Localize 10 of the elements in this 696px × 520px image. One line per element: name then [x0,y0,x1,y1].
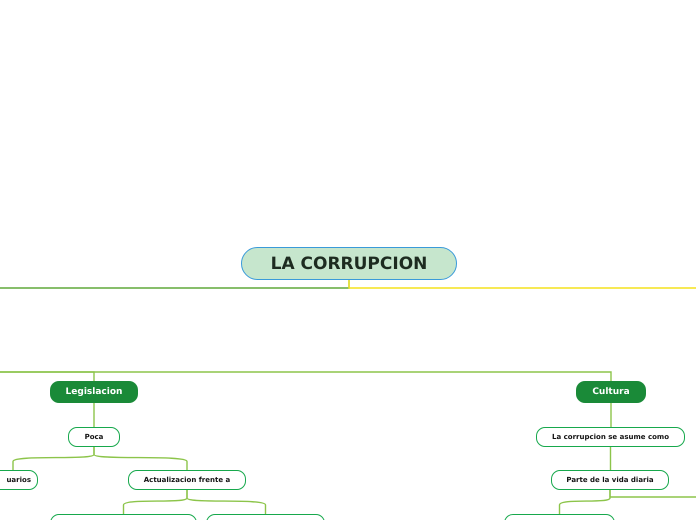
connector-line [93,447,188,470]
main-topic: Cultura [576,381,646,403]
connector-line [348,280,696,289]
connector-line [93,403,95,427]
main-topic: Legislacion [50,381,138,403]
connector-line [610,403,612,427]
connector-line [0,371,612,381]
central-topic: LA CORRUPCION [241,247,457,280]
connector-line [609,490,696,498]
connector-line [610,447,612,470]
